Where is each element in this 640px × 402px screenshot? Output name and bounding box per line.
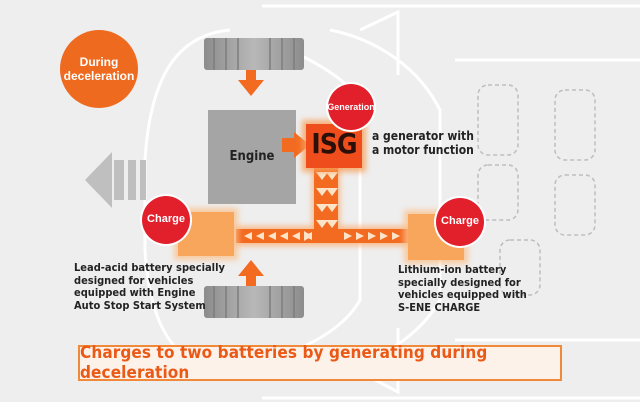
- isg-label: ISG: [311, 127, 357, 160]
- badge-text: During deceleration: [63, 54, 135, 83]
- summary-text: Charges to two batteries by generating d…: [80, 343, 488, 383]
- generation-label: Generation: [327, 101, 375, 112]
- charge-bubble-left: Charge: [142, 196, 190, 244]
- seats: [477, 84, 596, 296]
- rear-wheel: [204, 286, 304, 318]
- generation-bubble: Generation: [327, 84, 375, 130]
- front-wheel: [204, 38, 304, 70]
- engine-label: Engine: [229, 149, 275, 164]
- isg-block: [306, 124, 362, 168]
- lead-acid-description: Lead-acid battery specially designed for…: [74, 261, 225, 312]
- engine-block: [208, 110, 296, 204]
- deceleration-badge: During deceleration: [60, 30, 138, 108]
- isg-description: a generator with a motor function: [372, 129, 474, 157]
- charge-left-label: Charge: [147, 213, 185, 226]
- lithium-ion-description: Lithium-ion battery specially designed f…: [398, 263, 527, 314]
- summary-banner: Charges to two batteries by generating d…: [78, 343, 562, 383]
- charge-bubble-right: Charge: [436, 198, 484, 246]
- flow-chevrons: [244, 172, 400, 241]
- charge-right-label: Charge: [441, 215, 479, 228]
- wheel-energy-arrows: [238, 70, 264, 286]
- direction-arrow: [85, 152, 146, 208]
